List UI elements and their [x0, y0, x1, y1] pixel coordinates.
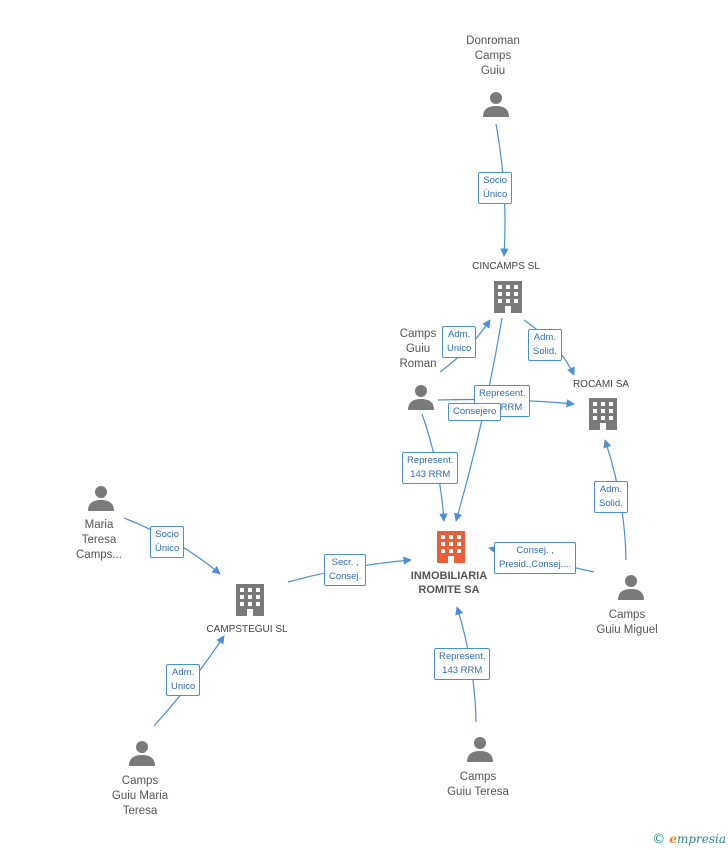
node-label-line: Guiu [480, 65, 506, 77]
node-label-line: Maria [84, 519, 114, 531]
brand-initial: e [669, 832, 677, 846]
edge-label-line: Consej. [329, 571, 362, 582]
edge-label-line: Adm. [599, 484, 622, 495]
person-icon[interactable] [618, 575, 644, 600]
node-label-line: Camps [399, 328, 437, 340]
edge-label-line: Único [155, 543, 180, 554]
edge-label-line: Represent. [479, 388, 526, 399]
edge-label-line: Adm. [533, 332, 556, 343]
node-label-line: Camps [474, 50, 512, 62]
copyright-icon: © [652, 832, 666, 847]
edge-label-line: Solid. [599, 498, 623, 509]
edge-label-line: 143 RRM [410, 469, 451, 480]
brand-name: mpresia [676, 832, 726, 846]
node-label-line: Camps... [75, 549, 123, 561]
node-label-line: Camps [608, 609, 646, 621]
building-icon[interactable] [236, 584, 264, 616]
edge-label-line: Adm. [172, 667, 195, 678]
edge-label-e12[interactable]: Represent. 143 RRM [434, 648, 491, 680]
edge-label-e10[interactable]: Secr. , Consej. [324, 554, 367, 586]
edge-label-line: Unico [171, 681, 196, 692]
edge-label-line: 143 RRM [482, 402, 523, 413]
person-icon[interactable] [483, 92, 509, 117]
edge-label-line: Unico [447, 343, 472, 354]
node-label-line: INMOBILIARIA [410, 570, 488, 582]
node-label-line: Donroman [466, 35, 520, 47]
node-label-maria[interactable]: Maria Teresa Camps... [76, 518, 122, 563]
node-label-donroman[interactable]: Donroman Camps Guiu [466, 34, 520, 79]
edge-label-line: Presid.,Consej.... [499, 559, 572, 570]
edge-label-line: Consejero [453, 406, 497, 417]
edge-label-line: Adm. [448, 329, 471, 340]
node-label-line: Guiu Teresa [447, 786, 509, 798]
person-icon[interactable] [467, 737, 493, 762]
edge-label-line: 143 RRM [442, 665, 483, 676]
node-label-line: CINCAMPS SL [472, 261, 540, 272]
node-label-camps-teresa[interactable]: Camps Guiu Teresa [447, 770, 509, 800]
node-label-line: Roman [399, 358, 437, 370]
edge-label-line: Solid. [533, 346, 557, 357]
edge-label-e3[interactable]: Adm. Solid. [528, 329, 562, 361]
edge-label-e7[interactable]: Adm. Solid. [594, 481, 628, 513]
node-label-line: Guiu Miguel [596, 624, 658, 636]
edge-label-e5[interactable]: Consejero [448, 403, 502, 421]
edge-label-line: Único [483, 189, 508, 200]
node-label-camps-miguel[interactable]: Camps Guiu Miguel [596, 608, 657, 638]
edge-label-e11[interactable]: Adm. Unico [166, 664, 201, 696]
edge-label-line: Consej. , [516, 545, 554, 556]
edge-label-e9[interactable]: Socio Único [150, 526, 185, 558]
node-label-campstegui[interactable]: CAMPSTEGUI SL [206, 623, 287, 636]
node-label-line: Teresa [81, 534, 117, 546]
edge-label-line: Socio [155, 529, 180, 540]
node-label-rocami[interactable]: ROCAMI SA [573, 378, 629, 391]
edge-label-line: Represent. [407, 455, 454, 466]
main-building-icon[interactable] [437, 531, 465, 563]
edge-label-e1[interactable]: Socio Único [478, 172, 513, 204]
node-label-camps-maria-teresa[interactable]: Camps Guiu Maria Teresa [112, 774, 168, 819]
edge-label-e2[interactable]: Adm. Unico [442, 326, 477, 358]
node-label-line: ROCAMI SA [572, 379, 630, 390]
building-icon[interactable] [494, 281, 522, 313]
person-icon[interactable] [88, 486, 114, 511]
node-label-line: CAMPSTEGUI SL [206, 624, 288, 635]
node-label-inmobiliaria[interactable]: INMOBILIARIA ROMITE SA [411, 569, 487, 597]
edge-label-e6[interactable]: Represent. 143 RRM [402, 452, 459, 484]
node-label-line: Camps [121, 775, 159, 787]
node-label-cincamps[interactable]: CINCAMPS SL [472, 260, 540, 273]
edge-label-line: Secr. , [331, 557, 359, 568]
person-icon[interactable] [129, 741, 155, 766]
node-label-line: Guiu [405, 343, 431, 355]
node-label-line: Guiu Maria [111, 790, 169, 802]
building-icon[interactable] [589, 398, 617, 430]
empresia-logo[interactable]: ©empresia [652, 832, 726, 847]
edge-label-line: Socio [483, 175, 508, 186]
node-label-camps-roman[interactable]: Camps Guiu Roman [399, 327, 436, 372]
edge-label-line: Represent. [439, 651, 486, 662]
node-label-line: Teresa [122, 805, 158, 817]
person-icon[interactable] [408, 385, 434, 410]
node-label-line: Camps [459, 771, 497, 783]
edge-label-e8[interactable]: Consej. , Presid.,Consej.... [494, 542, 577, 574]
node-label-line: ROMITE SA [418, 584, 480, 596]
